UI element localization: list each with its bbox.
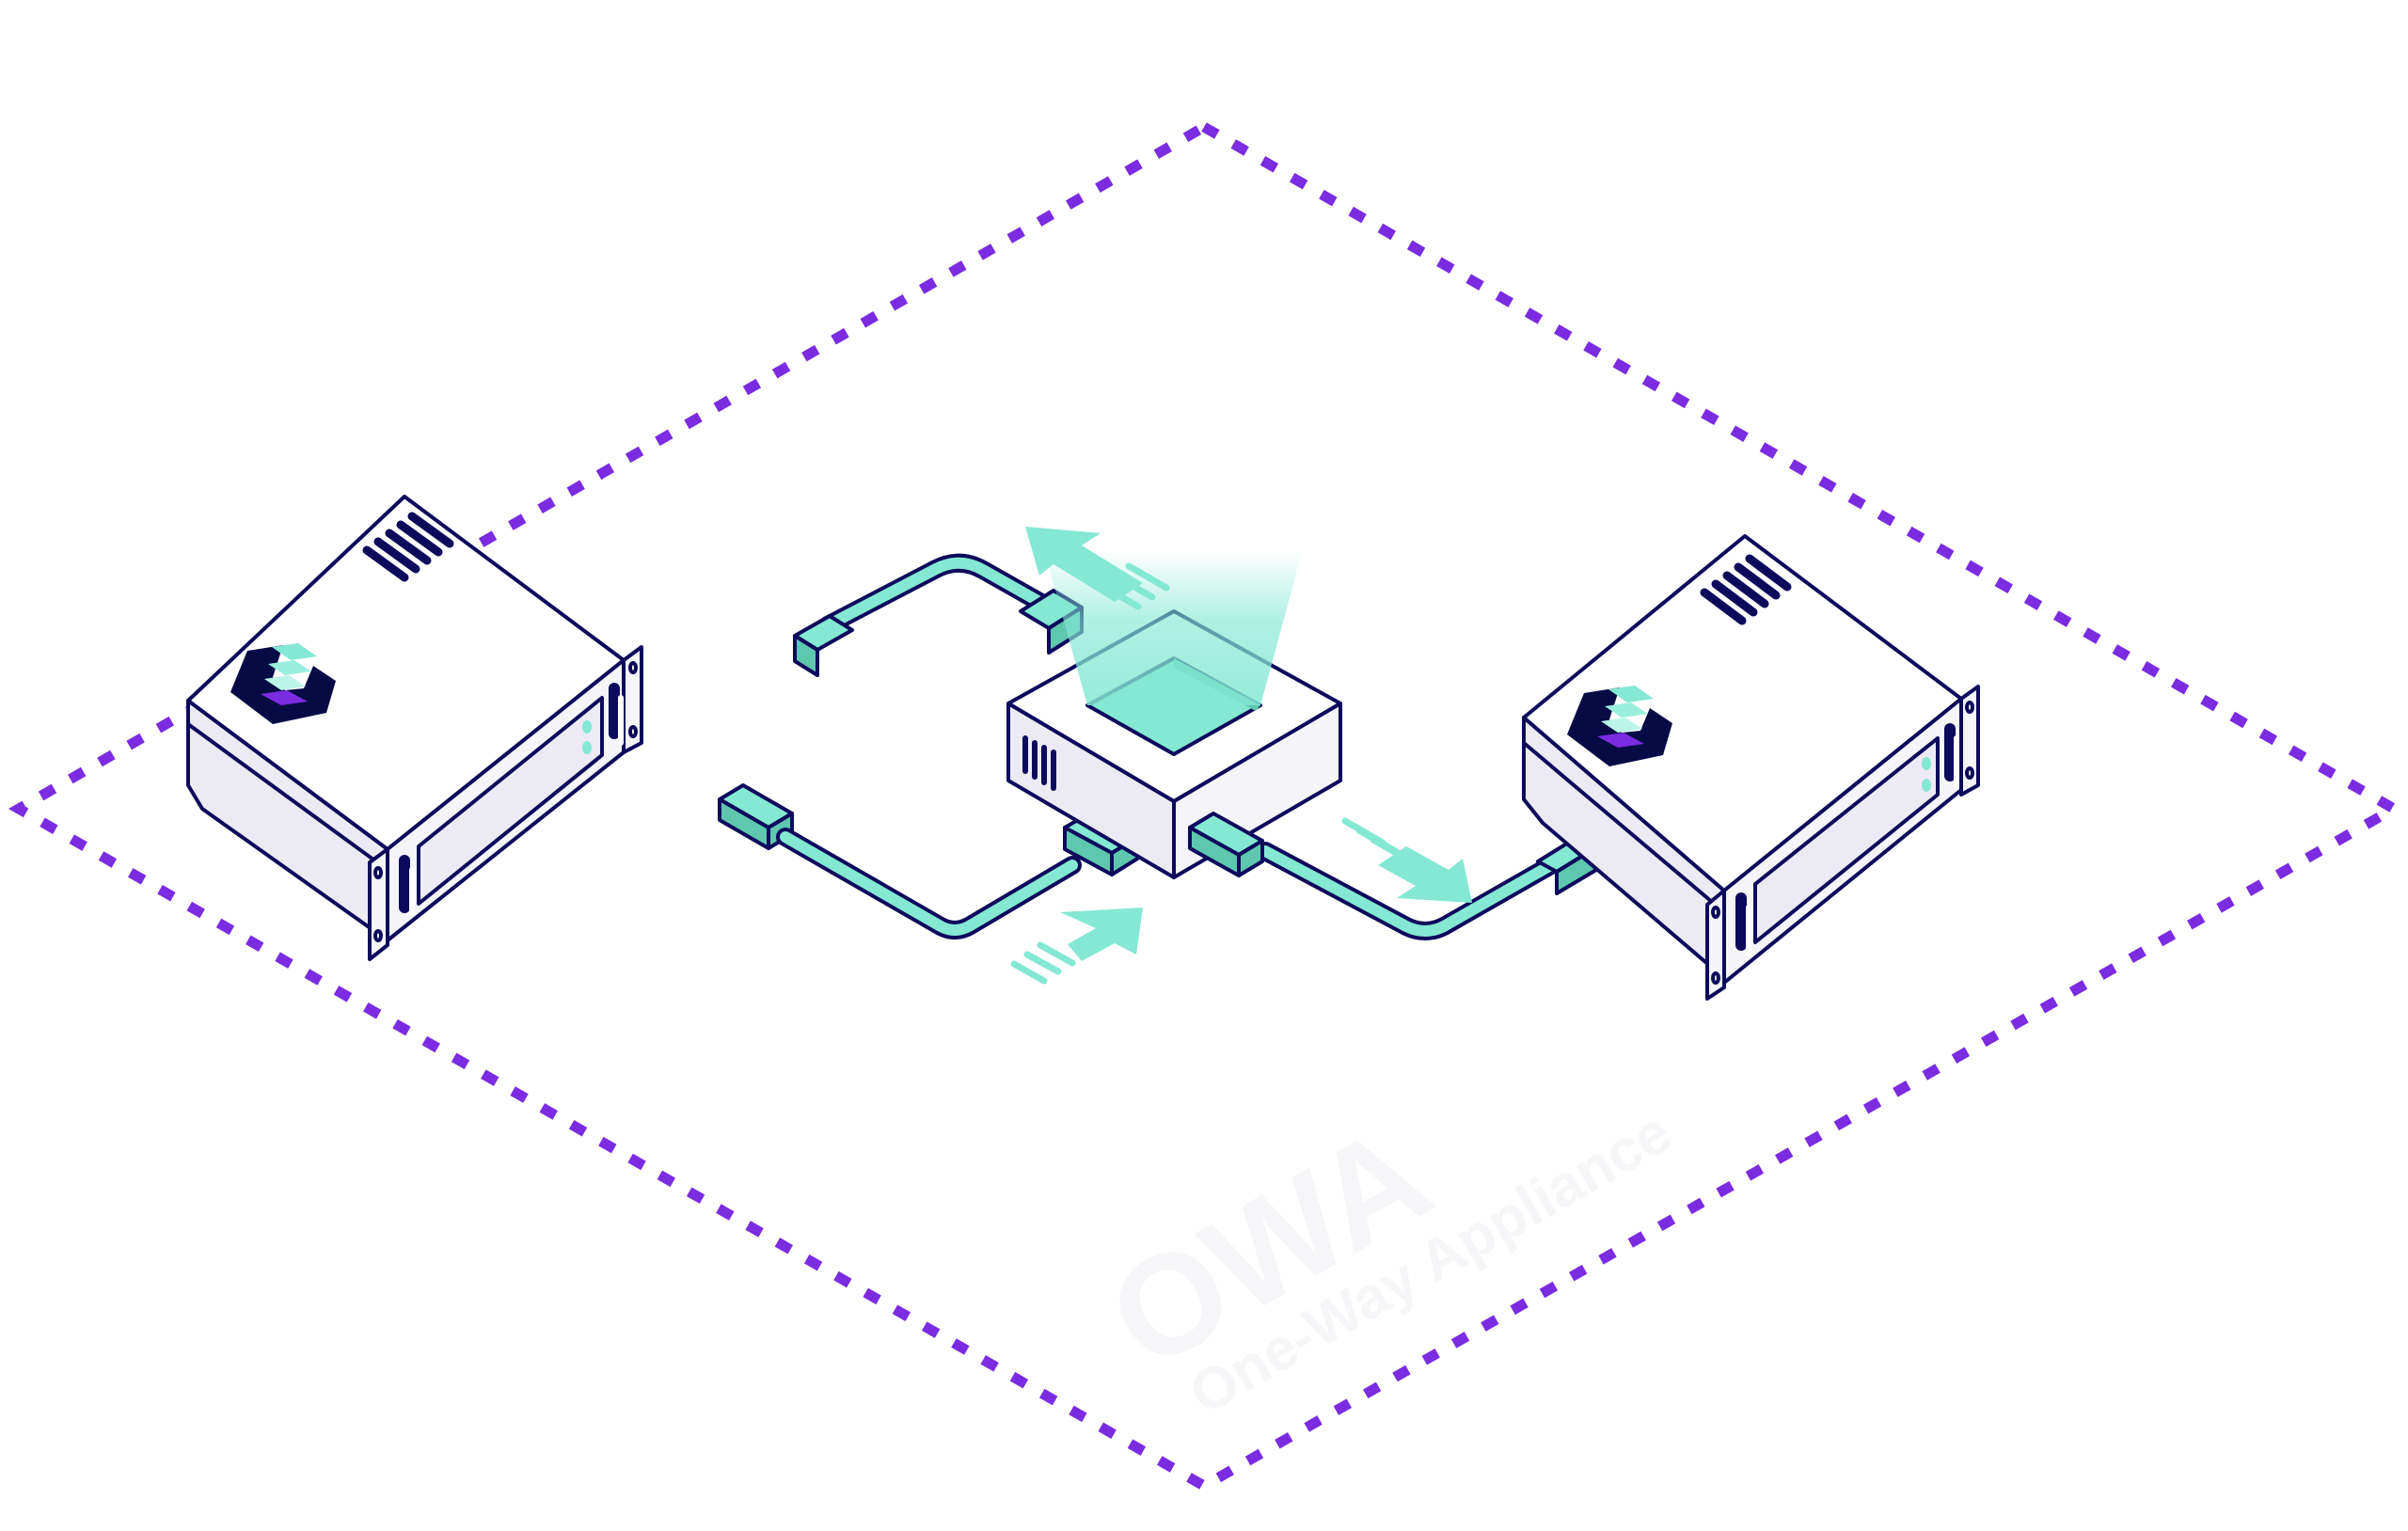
brand-logo-icon (230, 643, 336, 724)
watermark: OWA One-Way Appliance (1084, 1094, 1682, 1428)
vent-slots-icon (362, 512, 454, 582)
status-led (1922, 779, 1931, 792)
rack-handle-icon (609, 683, 624, 746)
one-way-appliance[interactable] (1006, 550, 1342, 879)
rack-handle-icon (1944, 723, 1959, 788)
status-led (582, 741, 592, 754)
left-server[interactable] (186, 495, 1084, 961)
boundary-dotted-diamond (8, 120, 2405, 1492)
vent-slots-icon (1022, 735, 1056, 791)
arrow-up-left-icon (1025, 527, 1170, 610)
arrow-up-right-icon (1010, 908, 1143, 985)
cable-front-left (718, 783, 794, 850)
rack-handle-icon (399, 855, 415, 917)
status-led (1922, 757, 1931, 770)
arrow-down-right-icon (1341, 817, 1472, 903)
left-server-drive-panel (417, 696, 604, 906)
status-led (582, 720, 592, 734)
brand-logo-icon (1567, 686, 1672, 766)
vent-slots-icon (1700, 554, 1792, 625)
cable-rear-left (793, 553, 1084, 677)
right-server[interactable] (1522, 534, 1980, 1001)
right-server-drive-panel (1753, 736, 1940, 944)
rack-handle-icon (1735, 892, 1751, 957)
